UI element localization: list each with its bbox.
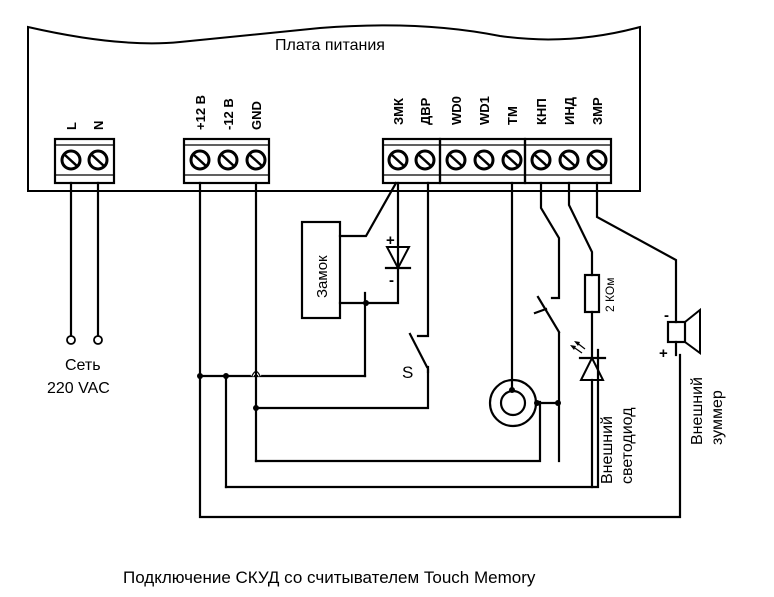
buzzer-label-2: зуммер xyxy=(709,390,726,445)
diagram-caption: Подключение СКУД со считывателем Touch M… xyxy=(123,568,536,587)
terminal-label-wd0: WD0 xyxy=(449,96,464,125)
screw-icon xyxy=(586,149,608,171)
junction-dot xyxy=(223,373,229,379)
led-label: Внешний xyxy=(599,416,616,484)
screw-icon xyxy=(189,149,211,171)
resistor-label: 2 КОм xyxy=(603,278,617,312)
screw-icon xyxy=(530,149,552,171)
lock-label: Замок xyxy=(314,255,331,298)
screw-icon xyxy=(445,149,467,171)
screw-icon xyxy=(387,149,409,171)
led-label-2: светодиод xyxy=(619,407,636,484)
diode-plus: + xyxy=(386,232,395,249)
junction-dot xyxy=(253,405,259,411)
terminal-label-ind: ИНД xyxy=(562,96,577,125)
buzzer-minus: - xyxy=(664,307,669,324)
power-board-outline xyxy=(27,24,641,192)
terminal-label-zmr: ЗМР xyxy=(590,97,605,125)
board-title: Плата питания xyxy=(275,37,385,54)
terminal-block-power xyxy=(182,137,271,185)
terminal-block-control xyxy=(381,137,613,185)
mains-wires xyxy=(66,181,103,345)
terminal-label-plus12: +12 В xyxy=(193,95,208,130)
junction-dot xyxy=(197,373,203,379)
screw-icon xyxy=(558,149,580,171)
terminal-label-dvr: ДВР xyxy=(418,97,433,125)
switch-label: S xyxy=(402,363,413,382)
diode-icon xyxy=(384,246,412,271)
wire-plus12 xyxy=(198,181,682,519)
junction-dot xyxy=(534,400,540,406)
screw-icon xyxy=(473,149,495,171)
diode-minus: - xyxy=(389,272,394,289)
terminal-label-zmk: ЗМК xyxy=(391,98,406,125)
terminal-label-n: N xyxy=(91,121,106,130)
junction-dot xyxy=(509,387,515,393)
screw-icon xyxy=(245,149,267,171)
terminal-label-wd1: WD1 xyxy=(477,96,492,125)
exit-button-icon xyxy=(533,181,561,463)
resistor-icon xyxy=(567,181,601,360)
terminal-label-tm: ТМ xyxy=(505,106,520,125)
buzzer-icon xyxy=(595,181,701,357)
buzzer-label: Внешний xyxy=(689,377,706,445)
screw-icon xyxy=(60,149,82,171)
terminal-label-knp: КНП xyxy=(534,98,549,125)
door-switch-icon xyxy=(408,181,430,374)
terminal-label-l: L xyxy=(64,122,79,130)
lock-box xyxy=(300,220,342,320)
junction-dot xyxy=(363,300,369,306)
terminal-label-gnd: GND xyxy=(249,101,264,130)
mains-label: Сеть xyxy=(65,357,101,374)
screw-icon xyxy=(87,149,109,171)
mains-voltage-label: 220 VAC xyxy=(47,380,110,397)
screw-icon xyxy=(217,149,239,171)
terminal-block-mains xyxy=(53,137,116,185)
led-icon xyxy=(570,341,607,489)
buzzer-plus: + xyxy=(659,345,668,362)
screw-icon xyxy=(414,149,436,171)
wire-gnd xyxy=(254,181,542,463)
terminal-label-minus12: -12 В xyxy=(221,98,236,130)
screw-icon xyxy=(501,149,523,171)
